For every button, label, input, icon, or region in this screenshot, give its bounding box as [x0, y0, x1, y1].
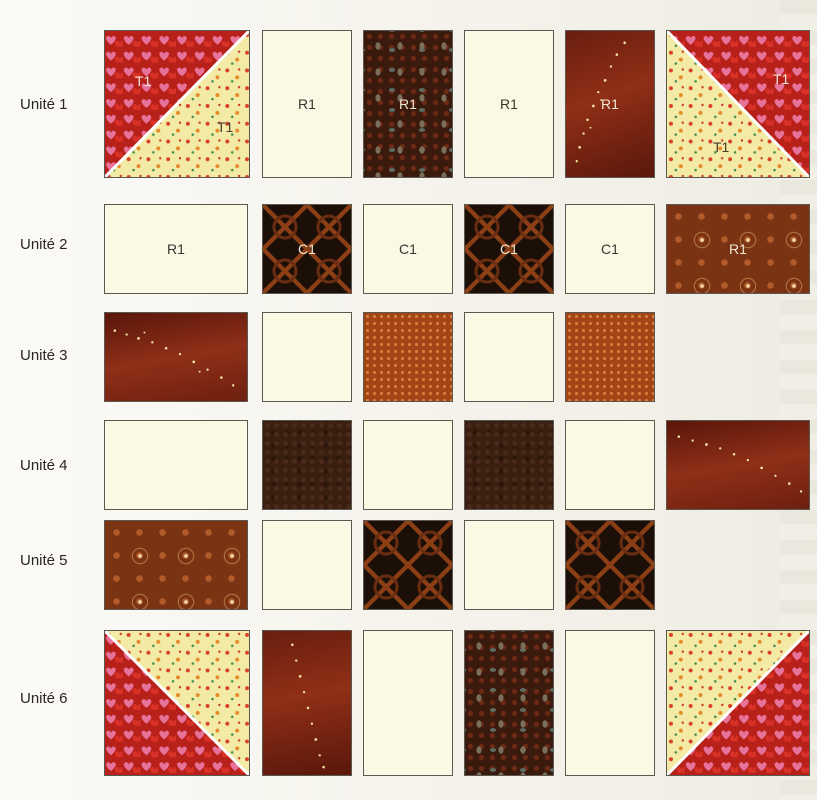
half-square-triangle-block: T1 T1 — [104, 30, 250, 178]
row-label-unite-3: Unité 3 — [20, 347, 98, 364]
block-label: R1 — [364, 31, 452, 177]
square-block — [363, 420, 453, 510]
square-block — [262, 312, 352, 402]
rectangle-block — [464, 630, 554, 776]
half-square-triangle-block — [104, 630, 250, 776]
hst-svg — [105, 631, 249, 775]
block-label: C1 — [364, 205, 452, 293]
rectangle-block: R1 — [565, 30, 655, 178]
square-block: C1 — [363, 204, 453, 294]
row-label-unite-1: Unité 1 — [20, 96, 98, 113]
square-block — [262, 420, 352, 510]
block-label: R1 — [667, 205, 809, 293]
square-block — [565, 420, 655, 510]
rectangle-block: R1 — [104, 204, 248, 294]
speckle-svg — [566, 31, 654, 177]
half-square-triangle-block: T1 T1 — [666, 30, 810, 178]
rectangle-block: R1 — [666, 204, 810, 294]
rectangle-block — [363, 630, 453, 776]
square-block — [464, 312, 554, 402]
square-block — [565, 312, 655, 402]
row-label-unite-2: Unité 2 — [20, 236, 98, 253]
square-block — [262, 520, 352, 610]
square-block — [565, 520, 655, 610]
rectangle-block — [565, 630, 655, 776]
hst-svg — [667, 31, 809, 177]
half-square-triangle-block — [666, 630, 810, 776]
row-label-unite-6: Unité 6 — [20, 690, 98, 707]
square-block: C1 — [464, 204, 554, 294]
speckle-svg — [105, 313, 247, 401]
square-block — [464, 520, 554, 610]
block-label: C1 — [465, 205, 553, 293]
speckle-svg — [263, 631, 351, 775]
rectangle-block — [104, 312, 248, 402]
block-label: R1 — [105, 205, 247, 293]
rectangle-block: R1 — [363, 30, 453, 178]
rectangle-block — [104, 420, 248, 510]
rectangle-block — [666, 420, 810, 510]
square-block: C1 — [262, 204, 352, 294]
block-label: R1 — [465, 31, 553, 177]
hst-svg — [105, 31, 249, 177]
rectangle-block: R1 — [464, 30, 554, 178]
hst-svg — [667, 631, 809, 775]
square-block — [464, 420, 554, 510]
square-block: C1 — [565, 204, 655, 294]
block-label: C1 — [566, 205, 654, 293]
rectangle-block — [262, 630, 352, 776]
speckle-svg — [667, 421, 809, 509]
block-label: R1 — [263, 31, 351, 177]
block-label: C1 — [263, 205, 351, 293]
row-label-unite-5: Unité 5 — [20, 552, 98, 569]
rectangle-block: R1 — [262, 30, 352, 178]
row-label-unite-4: Unité 4 — [20, 457, 98, 474]
rectangle-block — [104, 520, 248, 610]
square-block — [363, 312, 453, 402]
square-block — [363, 520, 453, 610]
